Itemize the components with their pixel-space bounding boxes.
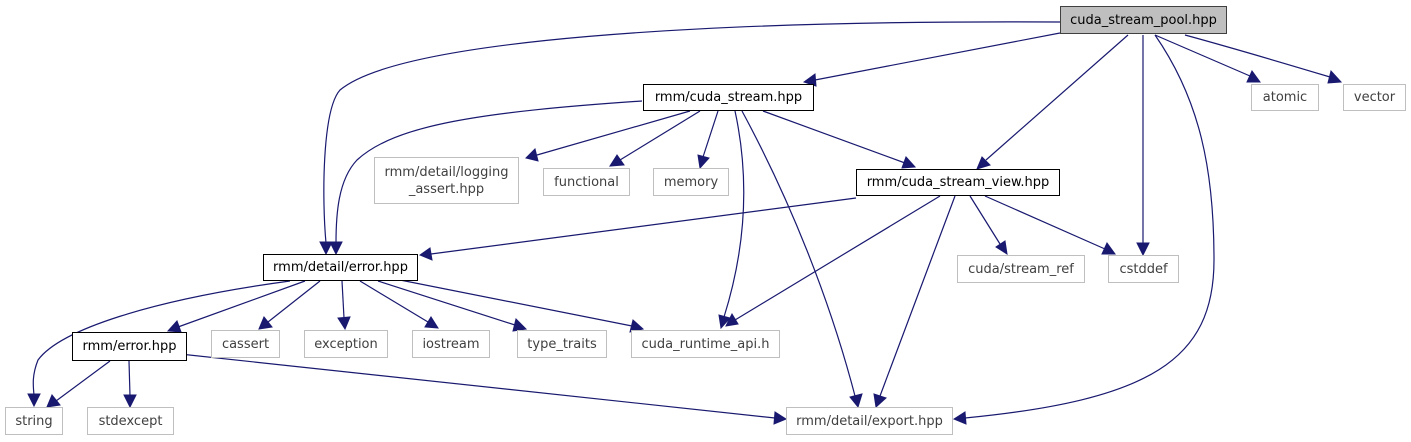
- arrowhead: [873, 393, 887, 408]
- arrowhead: [718, 314, 731, 330]
- edge-pool-error_detail: [323, 21, 1061, 244]
- node-label: cuda_stream_pool.hpp: [1070, 12, 1217, 28]
- edge-stream_view-stream_ref: [969, 195, 1001, 245]
- node-type_traits: type_traits: [517, 330, 607, 358]
- arrowhead: [525, 148, 539, 162]
- edge-pool-cuda_stream: [814, 32, 1061, 81]
- node-rmm-cuda_stream-hpp[interactable]: rmm/cuda_stream.hpp: [643, 84, 814, 111]
- edge-stream_view-error_detail: [430, 197, 857, 255]
- node-label: cstddef: [1119, 261, 1168, 277]
- arrowhead: [976, 156, 991, 170]
- node-label: iostream: [422, 336, 480, 352]
- edge-error_detail-type_traits: [377, 280, 516, 326]
- node-label: atomic: [1262, 90, 1308, 105]
- arrowhead: [697, 154, 710, 170]
- arrowhead: [1246, 70, 1261, 83]
- arrowhead: [849, 393, 863, 409]
- edge-cuda_stream-memory: [702, 110, 719, 158]
- edge-stream_view-cuda_runtime: [734, 195, 941, 321]
- node-rmm-detail-logging_assert-hpp: rmm/detail/logging _assert.hpp: [374, 157, 519, 204]
- arrowhead: [901, 156, 917, 169]
- edge-pool-stream_view: [985, 34, 1129, 161]
- node-stdexcept: stdexcept: [87, 407, 174, 435]
- node-label: stdexcept: [98, 413, 163, 429]
- node-label: functional: [554, 174, 619, 190]
- edge-pool-export: [964, 34, 1215, 419]
- node-label: string: [15, 413, 53, 429]
- node-atomic: atomic: [1251, 84, 1319, 111]
- node-cuda_stream_pool-hpp: cuda_stream_pool.hpp: [1060, 6, 1227, 34]
- edge-error_detail-cassert: [267, 280, 321, 323]
- edge-error_detail-rmm_error: [177, 280, 306, 328]
- node-cuda-stream_ref: cuda/stream_ref: [957, 255, 1085, 283]
- node-label: exception: [314, 336, 378, 352]
- arrowhead: [329, 241, 343, 256]
- arrowhead: [166, 320, 182, 333]
- node-cstddef: cstddef: [1108, 255, 1179, 283]
- edge-pool-atomic: [1154, 34, 1251, 77]
- node-rmm-error-hpp[interactable]: rmm/error.hpp: [72, 332, 187, 361]
- arrowhead: [725, 312, 739, 327]
- edge-stream_view-cstddef: [984, 195, 1106, 250]
- edge-cuda_stream-error_detail: [335, 100, 643, 244]
- node-string: string: [5, 407, 63, 435]
- arrowhead: [952, 411, 967, 425]
- edge-error_detail-string: [32, 280, 291, 396]
- arrowhead: [424, 316, 439, 329]
- edge-error_detail-cuda_runtime: [394, 278, 633, 327]
- arrowhead: [773, 411, 788, 425]
- edge-pool-vector: [1184, 34, 1331, 78]
- edge-rmm_error-string: [55, 360, 111, 402]
- node-label: rmm/error.hpp: [82, 339, 177, 354]
- node-label: cassert: [221, 336, 270, 352]
- arrowhead: [1136, 242, 1150, 257]
- node-label: rmm/cuda_stream_view.hpp: [866, 175, 1050, 190]
- node-label: vector: [1353, 90, 1396, 105]
- node-vector: vector: [1343, 84, 1406, 111]
- arrowhead: [27, 393, 41, 408]
- arrowhead: [123, 394, 137, 409]
- arrowhead: [1327, 69, 1343, 84]
- edge-cuda_stream-cuda_runtime: [723, 110, 745, 318]
- arrowhead: [337, 316, 351, 331]
- node-rmm-cuda_stream_view-hpp[interactable]: rmm/cuda_stream_view.hpp: [856, 169, 1060, 196]
- node-cassert: cassert: [211, 330, 280, 358]
- arrowhead: [995, 240, 1008, 256]
- arrowhead: [319, 241, 333, 256]
- node-cuda_runtime_api-h: cuda_runtime_api.h: [631, 330, 780, 358]
- node-label: rmm/cuda_stream.hpp: [654, 90, 803, 105]
- node-label: type_traits: [527, 336, 597, 352]
- node-label: cuda/stream_ref: [968, 261, 1074, 277]
- arrowhead: [609, 154, 625, 167]
- arrowhead: [418, 247, 433, 261]
- node-label: cuda_runtime_api.h: [641, 336, 770, 352]
- node-rmm-detail-error-hpp[interactable]: rmm/detail/error.hpp: [263, 254, 418, 281]
- node-label: rmm/detail/logging _assert.hpp: [384, 164, 509, 197]
- node-label: rmm/detail/export.hpp: [796, 413, 943, 429]
- node-label: rmm/detail/error.hpp: [273, 260, 408, 275]
- edge-rmm_error-stdexcept: [128, 360, 131, 397]
- node-exception: exception: [304, 330, 388, 358]
- node-label: memory: [663, 174, 719, 190]
- edge-cuda_stream-logging_assert: [536, 110, 691, 156]
- node-memory: memory: [653, 168, 729, 196]
- edge-error_detail-exception: [341, 280, 345, 319]
- node-iostream: iostream: [412, 330, 490, 358]
- arrowhead: [1101, 242, 1116, 255]
- edge-cuda_stream-export: [741, 110, 856, 397]
- edge-cuda_stream-stream_view: [762, 110, 906, 164]
- arrowhead: [258, 316, 273, 330]
- arrowhead: [46, 394, 61, 408]
- node-rmm-detail-export-hpp: rmm/detail/export.hpp: [786, 407, 953, 435]
- node-functional: functional: [543, 168, 630, 196]
- edge-rmm_error-export: [179, 353, 776, 419]
- edge-stream_view-export: [879, 195, 956, 397]
- edge-cuda_stream-functional: [619, 110, 701, 161]
- edge-error_detail-iostream: [359, 280, 429, 323]
